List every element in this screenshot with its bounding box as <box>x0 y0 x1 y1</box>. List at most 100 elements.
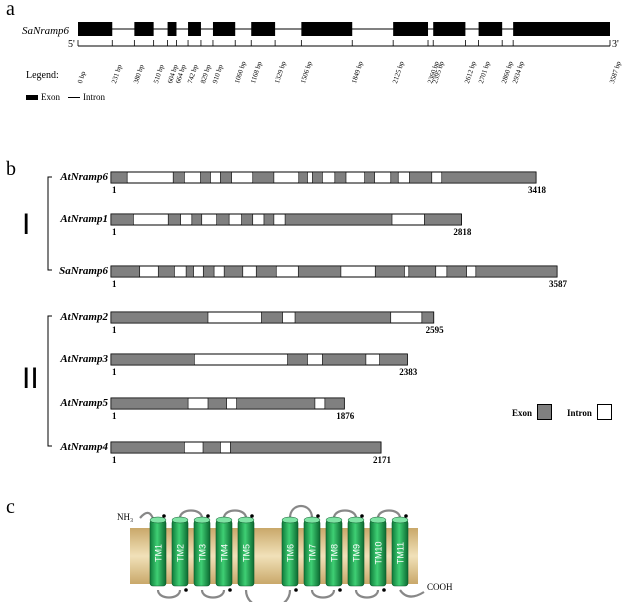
tm-helix-cap <box>193 516 211 524</box>
exon-AtNramp1-5 <box>241 213 254 226</box>
exon-AtNramp1-4 <box>216 213 230 226</box>
tm-helix-label: TM9 <box>352 544 362 562</box>
exon-block-6 <box>251 22 276 36</box>
exon-block-1 <box>78 22 113 36</box>
panel-b-letter: b <box>6 158 16 180</box>
loop-marker <box>162 514 166 518</box>
loop-marker <box>382 588 386 592</box>
tm-helix-2: TM2 <box>171 516 189 592</box>
tm-helix-cap <box>149 516 167 524</box>
exon-SaNramp6-8 <box>374 265 405 278</box>
tm-helix-label: TM10 <box>374 541 384 564</box>
exon-SaNramp6-1 <box>110 265 141 278</box>
tm-helix-4: TM4 <box>215 516 233 592</box>
legend-title: Legend: <box>26 70 59 81</box>
exon-AtNramp4-3 <box>230 441 382 454</box>
exon-AtNramp6-1 <box>110 171 128 184</box>
loop-marker <box>404 514 408 518</box>
gene-label: SaNramp6 <box>59 265 108 277</box>
panel-c-letter: c <box>6 496 15 518</box>
group-II-bracket <box>47 315 52 447</box>
loop-marker <box>360 514 364 518</box>
five-prime-label: 5' <box>68 39 75 50</box>
exon-SaNramp6-4 <box>202 265 215 278</box>
group-I-label: I <box>22 208 31 241</box>
exon-AtNramp3-4 <box>379 353 408 366</box>
tm-helix-cap <box>171 516 189 524</box>
gene-label: AtNramp5 <box>60 397 108 409</box>
exon-AtNramp4-1 <box>110 441 185 454</box>
tm-helix-6: TM6 <box>281 516 299 592</box>
exon-block-5 <box>212 22 236 36</box>
gene-end-label: 2383 <box>399 367 418 377</box>
exon-block-2 <box>134 22 154 36</box>
exon-SaNramp6-7 <box>297 265 342 278</box>
gene-end-label: 1876 <box>336 411 355 421</box>
loop-marker <box>294 588 298 592</box>
legend-b-intron-label: Intron <box>567 408 592 418</box>
tm-helix-cap <box>237 516 255 524</box>
exon-SaNramp6-5 <box>223 265 244 278</box>
nh3-terminus-label: NH₃ <box>117 512 134 522</box>
exon-SaNramp6-10 <box>446 265 467 278</box>
gene-label: AtNramp1 <box>60 213 108 225</box>
exon-AtNramp1-8 <box>424 213 462 226</box>
exon-AtNramp2-1 <box>110 311 209 324</box>
panel-a-letter: a <box>6 0 15 20</box>
tm-helix-7: TM7 <box>303 514 321 587</box>
tm-helix-cap <box>347 516 365 524</box>
exon-block-3 <box>167 22 177 36</box>
gene-start-label: 1 <box>112 227 117 237</box>
exon-AtNramp1-6 <box>263 213 275 226</box>
group-II-label: II <box>22 362 39 395</box>
legend-intron-swatch <box>68 97 80 98</box>
tm-helix-9: TM9 <box>347 514 365 587</box>
tm-helix-label: TM8 <box>330 544 340 562</box>
exon-AtNramp6-11 <box>409 171 433 184</box>
exon-AtNramp1-7 <box>284 213 393 226</box>
exon-AtNramp6-8 <box>334 171 347 184</box>
exon-AtNramp5-2 <box>207 397 227 410</box>
cooh-terminus-label: COOH <box>427 582 453 592</box>
tm-helix-label: TM1 <box>154 544 164 562</box>
tm-helix-1: TM1 <box>149 514 167 587</box>
gene-label: AtNramp6 <box>60 171 108 183</box>
loop-marker <box>338 588 342 592</box>
loop-marker <box>250 514 254 518</box>
exon-AtNramp6-10 <box>390 171 399 184</box>
exon-AtNramp6-7 <box>312 171 323 184</box>
exon-SaNramp6-6 <box>255 265 277 278</box>
gene-start-label: 1 <box>112 325 117 335</box>
exon-block-10 <box>478 22 503 36</box>
nramp-gene-comparison <box>47 171 558 454</box>
exon-block-9 <box>433 22 466 36</box>
tm-helix-3: TM3 <box>193 514 211 587</box>
exon-AtNramp6-12 <box>441 171 537 184</box>
exon-block-7 <box>301 22 353 36</box>
exon-AtNramp1-3 <box>191 213 203 226</box>
exon-AtNramp6-2 <box>172 171 185 184</box>
exon-AtNramp2-2 <box>261 311 283 324</box>
exon-AtNramp5-4 <box>324 397 345 410</box>
loop-marker <box>206 514 210 518</box>
exon-AtNramp5-3 <box>236 397 316 410</box>
gene-label: AtNramp4 <box>60 441 108 453</box>
exon-SaNramp6-11 <box>475 265 558 278</box>
legend-b-exon-swatch <box>537 404 552 420</box>
exon-SaNramp6-2 <box>157 265 175 278</box>
legend-b-exon-label: Exon <box>512 408 533 418</box>
gene-start-label: 1 <box>112 279 117 289</box>
gene-start-label: 1 <box>112 455 117 465</box>
tm-helix-label: TM11 <box>396 542 406 564</box>
exon-AtNramp5-1 <box>110 397 189 410</box>
loop-marker <box>316 514 320 518</box>
gene-end-label: 3587 <box>549 279 567 289</box>
exon-AtNramp3-2 <box>287 353 308 366</box>
group-I-bracket <box>47 176 52 271</box>
gene-label: AtNramp3 <box>60 353 108 365</box>
exon-AtNramp1-2 <box>167 213 181 226</box>
exon-block-8 <box>393 22 429 36</box>
exon-AtNramp6-4 <box>220 171 232 184</box>
exon-SaNramp6-3 <box>185 265 194 278</box>
